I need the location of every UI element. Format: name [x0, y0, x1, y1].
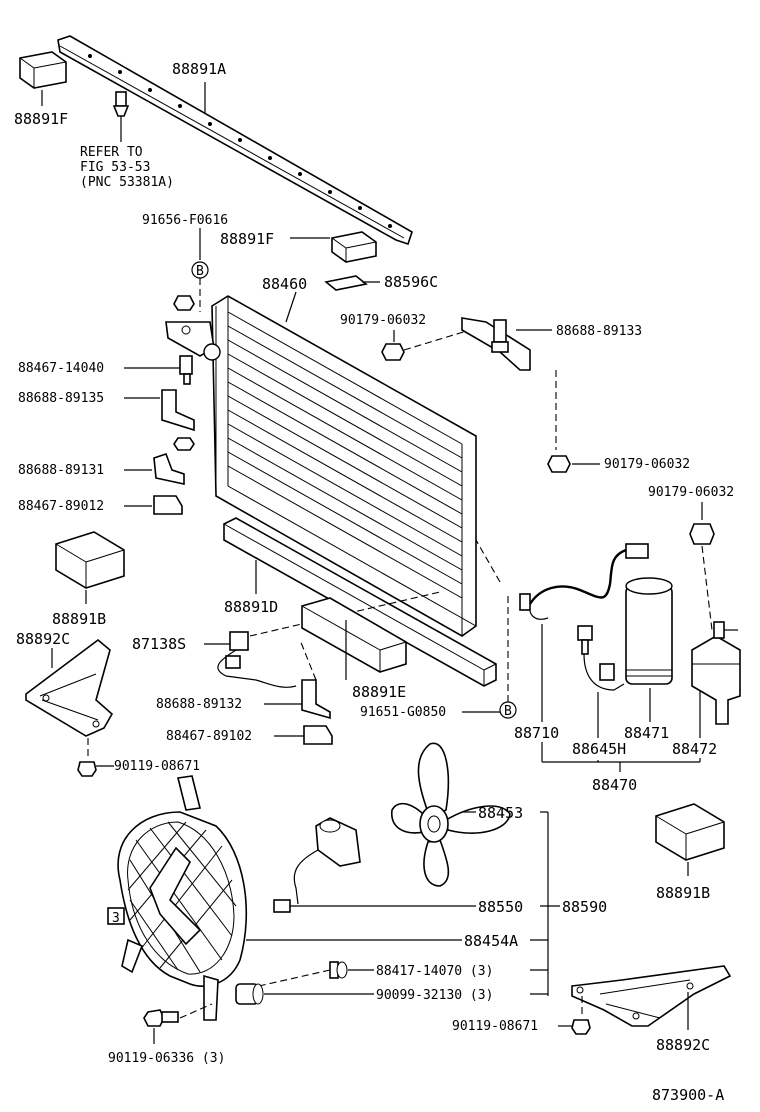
pipe-88710: [519, 543, 649, 620]
bracket-88892C-right: [571, 965, 732, 1027]
bracket-88472: [691, 621, 741, 725]
pad-88891F-top: [19, 51, 67, 89]
grommet-88467-89102: [303, 725, 333, 745]
label-88710: 88710: [514, 724, 559, 742]
fan-88453: [391, 742, 511, 887]
label-88460: 88460: [262, 275, 307, 293]
bracket-88891A: [57, 35, 413, 246]
bracket-88688-89133: [461, 317, 531, 371]
condenser-88460: [211, 295, 477, 637]
bracket-left-upper: [165, 321, 221, 361]
pad-88596C: [324, 275, 368, 291]
label-88688-89133: 88688-89133: [556, 324, 642, 339]
bracket-88688-89131: [153, 452, 185, 485]
switch-88645H: [577, 625, 625, 691]
label-88596C: 88596C: [384, 273, 438, 291]
label-88467-89102: 88467-89102: [166, 729, 252, 744]
pad-88891E: [301, 597, 407, 673]
bolt-b-left: [173, 295, 195, 311]
sensor-87138S: [217, 631, 297, 688]
label-88891B-right: 88891B: [656, 884, 710, 902]
label-88891B-left: 88891B: [52, 610, 106, 628]
label-88590: 88590: [562, 898, 607, 916]
bolt-90119-left: [77, 761, 97, 777]
bracket-88688-89135: [161, 389, 195, 432]
label-90179-06032-a: 90179-06032: [340, 313, 426, 328]
label-88453: 88453: [478, 804, 523, 822]
label-88467-14040: 88467-14040: [18, 361, 104, 376]
label-90179-06032-c: 90179-06032: [648, 485, 734, 500]
pad-88891D: [223, 517, 497, 687]
label-88688-89131: 88688-89131: [18, 463, 104, 478]
receiver-88471: [625, 577, 673, 685]
bracket-88892C-left: [25, 638, 114, 737]
label-refer-line3: (PNC 53381A): [80, 175, 174, 190]
label-88688-89132: 88688-89132: [156, 697, 242, 712]
label-88471: 88471: [624, 724, 669, 742]
label-88417-14070: 88417-14070 (3): [376, 964, 493, 979]
clip-refer: [112, 91, 130, 117]
label-90119-06336: 90119-06336 (3): [108, 1051, 225, 1066]
svg-text:B: B: [196, 264, 204, 279]
block-88891B-right: [655, 803, 725, 861]
label-88891F-top: 88891F: [14, 110, 68, 128]
label-90099-32130: 90099-32130 (3): [376, 988, 493, 1003]
label-91651-G0850: 91651-G0850: [360, 705, 446, 720]
grommet-88467-14040: [179, 355, 193, 385]
bolt-90119-right: [571, 1019, 591, 1035]
label-90119-08671-right: 90119-08671: [452, 1019, 538, 1034]
label-88688-89135: 88688-89135: [18, 391, 104, 406]
svg-text:B: B: [504, 704, 512, 719]
callout-b-bottom: B: [499, 701, 517, 719]
label-90119-08671-left: 90119-08671: [114, 759, 200, 774]
label-87138S: 87138S: [132, 635, 186, 653]
label-refer-line2: FIG 53-53: [80, 160, 150, 175]
figure-id: 873900-A: [652, 1086, 724, 1104]
grommet-88467-89012: [153, 495, 183, 515]
bolt-90119-06336: [143, 1009, 179, 1027]
nut-90179-a: [381, 343, 405, 361]
label-88470: 88470: [592, 776, 637, 794]
label-88891E: 88891E: [352, 683, 406, 701]
label-refer-line1: REFER TO: [80, 145, 143, 160]
nut-90179-c: [689, 523, 715, 545]
bracket-88688-89132: [301, 679, 331, 720]
label-88891D: 88891D: [224, 598, 278, 616]
label-91656-F0616: 91656-F0616: [142, 213, 228, 228]
pad-88891F-mid: [331, 231, 377, 263]
label-88891F-mid: 88891F: [220, 230, 274, 248]
grommet-90099: [235, 983, 264, 1005]
clip-88417: [329, 961, 348, 979]
label-88472: 88472: [672, 740, 717, 758]
label-88645H: 88645H: [572, 740, 626, 758]
label-88891A: 88891A: [172, 60, 226, 78]
block-88891B-left: [55, 531, 125, 589]
shroud-88454A: 3: [107, 775, 248, 1021]
motor-88550: [273, 817, 361, 913]
label-88550: 88550: [478, 898, 523, 916]
label-88892C-right: 88892C: [656, 1036, 710, 1054]
nut-lower-left: [173, 437, 195, 451]
label-88467-89012: 88467-89012: [18, 499, 104, 514]
shroud-marker-3: 3: [112, 911, 120, 926]
label-88892C-left: 88892C: [16, 630, 70, 648]
nut-90179-b: [547, 455, 571, 473]
label-90179-06032-b: 90179-06032: [604, 457, 690, 472]
label-88454A: 88454A: [464, 932, 518, 950]
callout-b-top: B: [191, 261, 209, 279]
